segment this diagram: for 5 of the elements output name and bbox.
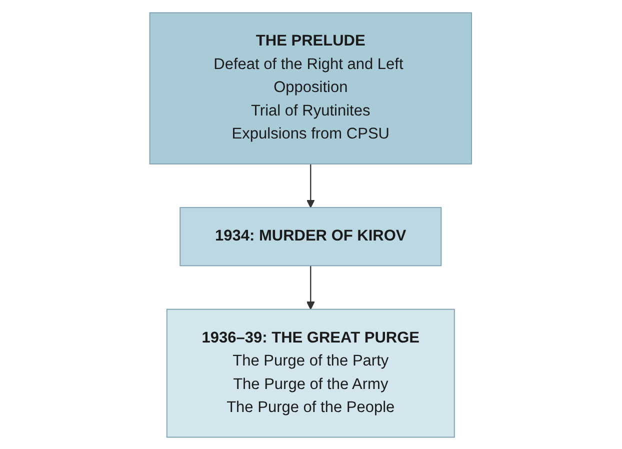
node-box: THE PRELUDE Defeat of the Right and Left Opposition Trial of Ryutinites Expulsions from CPSU (150, 12, 472, 164)
arrow (306, 265, 316, 310)
node-box: 1934: MURDER OF KIROV (180, 206, 442, 266)
arrow (306, 163, 316, 208)
node-box: 1936–39: THE GREAT PURGE The Purge of the Party The Purge of the Army The Purge of the People (166, 308, 456, 438)
